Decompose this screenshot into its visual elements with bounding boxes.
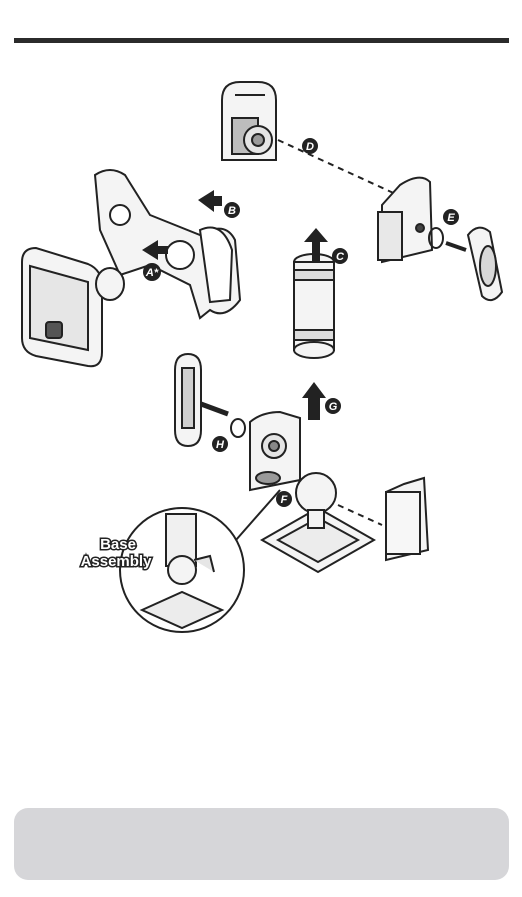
socket-arm-right	[378, 178, 432, 262]
callout-g-letter: G	[329, 401, 338, 413]
charging-pad	[22, 248, 124, 366]
dashed-guide-d	[278, 140, 400, 196]
dashed-guide-f	[338, 505, 382, 525]
callout-h-letter: H	[216, 439, 225, 451]
bolt-clamp	[175, 354, 245, 446]
header-divider	[14, 38, 509, 43]
exploded-assembly-diagram: Base Assembly D B E C A* G H F	[0, 60, 522, 660]
callout-f-letter: F	[281, 494, 288, 506]
callout-a: A*	[143, 263, 161, 281]
callout-d: D	[302, 138, 318, 154]
base-assembly-inset: Base Assembly	[81, 490, 280, 632]
base-assembly-label-line1: Base	[100, 536, 136, 553]
caption-panel	[14, 808, 509, 880]
callout-c-letter: C	[336, 251, 345, 263]
socket-clamp-upper	[222, 82, 276, 160]
base-assembly-label-line2: Assembly	[81, 553, 153, 570]
arrow-b	[198, 190, 222, 212]
callout-f: F	[276, 491, 292, 507]
socket-clamp-lower	[386, 478, 428, 560]
arrow-g	[302, 382, 326, 420]
callout-c: C	[332, 248, 348, 264]
callout-b-letter: B	[228, 205, 236, 217]
callout-a-letter: A*	[145, 267, 159, 279]
socket-block	[250, 412, 300, 490]
callout-g: G	[325, 398, 341, 414]
callout-e: E	[443, 209, 459, 225]
callout-d-letter: D	[306, 141, 314, 153]
extension-rod	[294, 254, 334, 358]
tightening-knob	[429, 228, 502, 301]
callout-e-letter: E	[447, 212, 455, 224]
callout-b: B	[224, 202, 240, 218]
ball-base	[262, 473, 374, 572]
callout-h: H	[212, 436, 228, 452]
